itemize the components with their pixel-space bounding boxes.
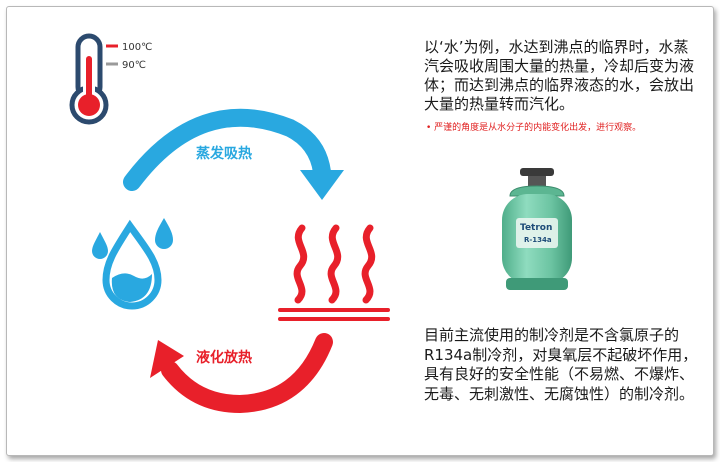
- footnote: • 严谨的角度是从水分子的内能变化出发，进行观察。: [426, 123, 642, 133]
- temp-label-high: 100℃: [122, 42, 152, 53]
- water-drops-icon: [92, 218, 173, 310]
- condensation-label: 液化放热: [196, 349, 252, 366]
- cylinder-model: R-134a: [524, 236, 552, 244]
- evaporation-arrow: 蒸发吸热: [123, 108, 344, 200]
- condensation-arrow: 液化放热: [150, 333, 333, 414]
- evaporation-label: 蒸发吸热: [196, 145, 252, 162]
- refrigerant-paragraph: 目前主流使用的制冷剂是不含氯原子的R134a制冷剂，对臭氧层不起破坏作用，具有良…: [424, 326, 698, 403]
- cylinder-brand: Tetron: [520, 223, 552, 233]
- temp-label-low: 90℃: [122, 60, 146, 71]
- refrigerant-cylinder-icon: Tetron R-134a: [502, 168, 572, 290]
- thermometer-icon: 100℃ 90℃: [69, 33, 152, 125]
- heat-waves-icon: [278, 224, 390, 321]
- explanation-paragraph: 以‘水’为例，水达到沸点的临界时，水蒸汽会吸收周围大量的热量，冷却后变为液体；而…: [424, 38, 695, 113]
